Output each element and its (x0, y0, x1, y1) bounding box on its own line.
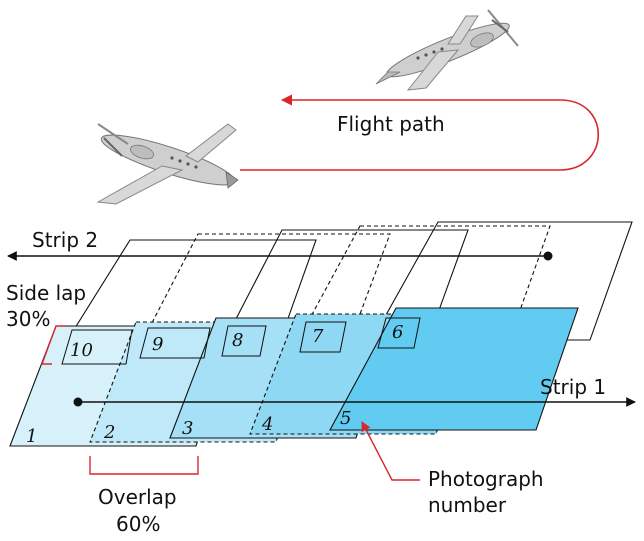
strip-2-start-dot (543, 251, 553, 261)
photo-number-8: 8 (232, 330, 243, 351)
photo-number-1: 1 (26, 426, 37, 447)
photograph-label: Photograph (428, 467, 544, 491)
flight-path-label: Flight path (337, 112, 445, 136)
overlap-percent: 60% (116, 512, 160, 536)
overlap-label: Overlap (98, 485, 177, 509)
airplane-icon (96, 123, 239, 205)
photo-number-boxes (61, 317, 421, 365)
overlap-bracket (89, 456, 199, 475)
side-lap-percent: 30% (6, 307, 50, 331)
airplane-icon (375, 9, 519, 91)
photo-number-6: 6 (392, 322, 403, 343)
strip-1-label: Strip 1 (540, 375, 606, 399)
side-lap-bracket (40, 325, 66, 365)
number-label: number (428, 493, 507, 517)
photo-number-4: 4 (261, 414, 273, 435)
photo-number-7: 7 (312, 326, 324, 347)
side-lap-label: Side lap (6, 281, 86, 305)
photo-number-2: 2 (103, 422, 115, 443)
photo-5 (329, 307, 579, 431)
photo-number-5: 5 (340, 408, 351, 429)
photo-number-9: 9 (152, 334, 163, 355)
photo-number-3: 3 (182, 418, 193, 439)
flight-path-line (240, 94, 600, 171)
photograph-number-pointer (361, 421, 420, 481)
photo-number-10: 10 (70, 340, 93, 361)
strip-2-label: Strip 2 (32, 228, 98, 252)
strip-1-photos (9, 307, 579, 447)
strip-1-start-dot (73, 397, 83, 407)
